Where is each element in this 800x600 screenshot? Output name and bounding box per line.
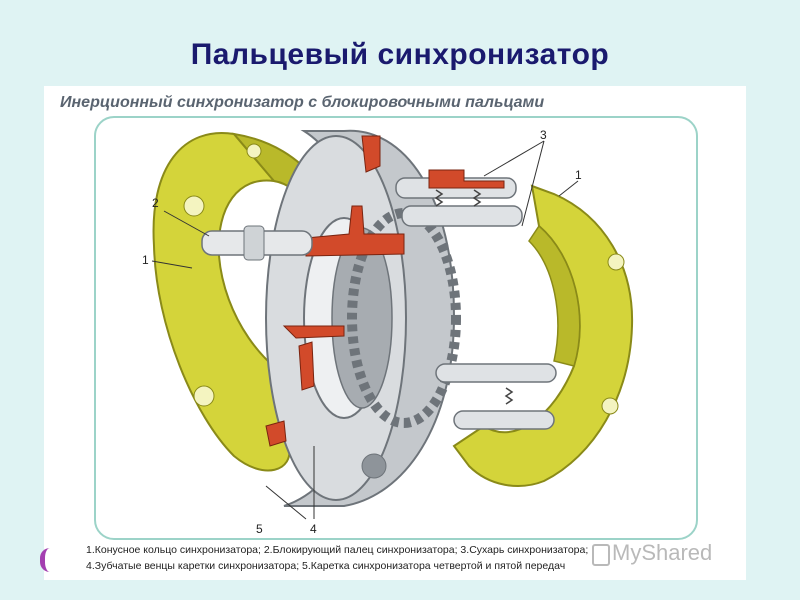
red-highlight-parts xyxy=(265,135,405,447)
callout-3: 3 xyxy=(540,128,547,142)
caption-line-2: 4.Зубчатые венцы каретки синхронизатора;… xyxy=(86,560,566,572)
right-cone-ring xyxy=(452,184,634,487)
callout-5: 5 xyxy=(256,522,263,536)
callout-1-left: 1 xyxy=(142,253,149,267)
upper-blocker-pin xyxy=(395,169,523,227)
callout-2: 2 xyxy=(152,196,159,210)
figure-frame xyxy=(94,116,698,540)
slide-accent-bracket xyxy=(40,548,61,572)
watermark-text: MyShared xyxy=(612,540,713,565)
synchronizer-illustration: 2 1 1 3 4 5 xyxy=(142,128,634,536)
watermark-logo-icon xyxy=(592,544,610,566)
carriage-gear-rim xyxy=(347,208,461,428)
callout-1-right: 1 xyxy=(575,168,582,182)
figure-heading: Инерционный синхронизатор с блокировочны… xyxy=(60,94,545,111)
callout-4: 4 xyxy=(310,522,317,536)
slide-title: Пальцевый синхронизатор xyxy=(190,38,610,71)
caption-line-1: 1.Конусное кольцо синхронизатора; 2.Блок… xyxy=(86,544,589,556)
lower-blocker-pin xyxy=(435,363,557,430)
blocking-finger-pin xyxy=(201,225,313,261)
callout-leaders xyxy=(151,140,579,520)
diagram-figure: Инерционный синхронизатор с блокировочны… xyxy=(44,86,746,580)
